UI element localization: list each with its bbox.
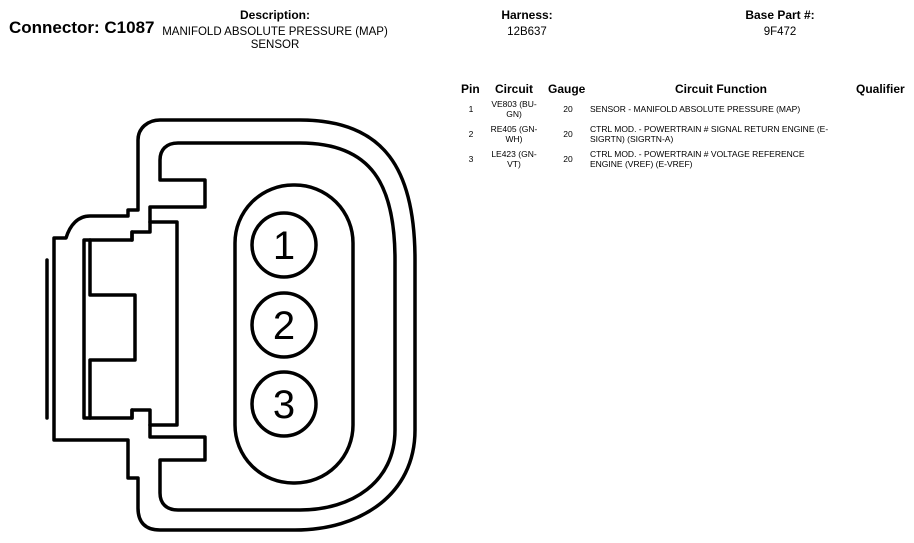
housing-inner-outline [82,141,397,512]
row-2-circuit: RE405 (GN- WH) [482,124,546,144]
pin-1-circle [250,211,318,279]
pin-2-circle [250,291,318,359]
row-2-function-line-1: CTRL MOD. - POWERTRAIN # SIGNAL RETURN E… [590,124,829,134]
row-3-circuit: LE423 (GN- VT) [482,149,546,169]
description-value: MANIFOLD ABSOLUTE PRESSURE (MAP) SENSOR [150,26,400,52]
description-line-1: MANIFOLD ABSOLUTE PRESSURE (MAP) [162,26,388,38]
row-2-circuit-line-1: RE405 (GN- [490,124,538,134]
row-1-circuit: VE803 (BU- GN) [482,99,546,119]
housing-outer-outline [52,118,417,532]
connector-label: Connector: C1087 [9,18,155,37]
row-2-function: CTRL MOD. - POWERTRAIN # SIGNAL RETURN E… [590,124,860,144]
row-1-function: SENSOR - MANIFOLD ABSOLUTE PRESSURE (MAP… [590,104,860,114]
row-1-circuit-line-2: GN) [506,109,522,119]
col-pin-header: Pin [461,82,480,96]
col-qualifier-header: Qualifier [856,82,905,96]
col-gauge-header: Gauge [548,82,586,96]
row-1-circuit-line-1: VE803 (BU- [491,99,537,109]
harness-value: 12B637 [507,26,547,38]
row-2-function-line-2: SIGRTN) (SIGRTN-A) [590,134,674,144]
row-3-function-line-1: CTRL MOD. - POWERTRAIN # VOLTAGE REFEREN… [590,149,805,159]
row-3-pin: 3 [468,154,474,164]
row-1-pin: 1 [468,104,474,114]
pin-3-label: 3 [273,383,295,427]
pin-cavity [233,183,355,485]
description-line-2: SENSOR [250,39,300,51]
description-header: Description: [239,8,310,22]
row-3-circuit-line-1: LE423 (GN- [491,149,537,159]
col-circuit-header: Circuit [495,82,534,96]
row-1-function-line-1: SENSOR - MANIFOLD ABSOLUTE PRESSURE (MAP… [590,104,801,114]
pin-3-circle [250,370,318,438]
row-3-function: CTRL MOD. - POWERTRAIN # VOLTAGE REFEREN… [590,149,860,169]
row-3-circuit-line-2: VT) [507,159,521,169]
latch-inner-detail [88,220,179,427]
row-3-function-line-2: ENGINE (VREF) (E-VREF) [590,159,693,169]
row-1-gauge: 20 [563,104,573,114]
row-2-gauge: 20 [563,129,573,139]
pin-2-label: 2 [273,304,295,348]
col-function-header: Circuit Function [675,82,767,96]
pin-1-label: 1 [273,224,295,268]
base-part-header: Base Part #: [745,8,815,22]
row-3-gauge: 20 [563,154,573,164]
row-2-pin: 2 [468,129,474,139]
row-2-circuit-line-2: WH) [505,134,523,144]
base-part-value: 9F472 [763,26,797,38]
harness-header: Harness: [501,8,553,22]
